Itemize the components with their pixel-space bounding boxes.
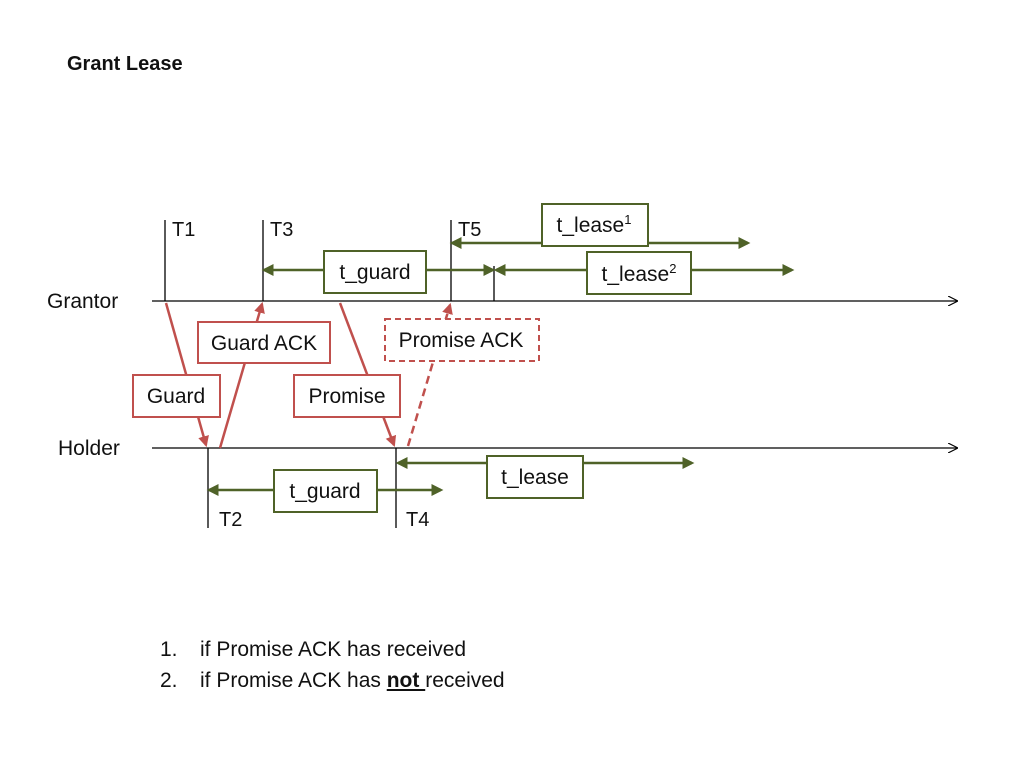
grantor-label: Grantor bbox=[47, 290, 118, 313]
promise-ack-label: Promise ACK bbox=[399, 329, 524, 352]
page-title: Grant Lease bbox=[67, 53, 183, 75]
grantor-lease2-label: t_lease2 bbox=[602, 261, 677, 286]
holder-guard-box bbox=[273, 469, 378, 513]
footnote-text: if Promise ACK has received bbox=[200, 634, 466, 665]
grantor-guard-label: t_guard bbox=[339, 261, 410, 284]
footnote-number: 2. bbox=[160, 669, 178, 692]
holder-lease-box bbox=[486, 455, 584, 499]
footnote-pre: if Promise ACK has bbox=[200, 669, 387, 692]
guard-label: Guard bbox=[147, 385, 205, 408]
time-label-t1: T1 bbox=[172, 219, 195, 241]
time-label-t3: T3 bbox=[270, 219, 293, 241]
holder-lease-label: t_lease bbox=[501, 466, 569, 489]
grantor-lease2-sup: 2 bbox=[669, 261, 676, 276]
holder-guard-label: t_guard bbox=[289, 480, 360, 503]
footnotes: 1. if Promise ACK has received 2. if Pro… bbox=[160, 634, 505, 696]
grantor-lease1-box bbox=[541, 203, 649, 247]
grantor-guard-box bbox=[323, 250, 427, 294]
footnote-number: 1. bbox=[160, 638, 178, 661]
promise-ack-box bbox=[384, 318, 540, 362]
guard-ack-label: Guard ACK bbox=[211, 332, 317, 355]
guard-box bbox=[132, 374, 221, 418]
footnote-1: 1. if Promise ACK has received bbox=[160, 634, 505, 665]
footnote-text: if Promise ACK has not received bbox=[200, 665, 505, 696]
footnote-pre: if Promise ACK has received bbox=[200, 638, 467, 661]
footnote-bold: not bbox=[386, 669, 426, 692]
time-label-t5: T5 bbox=[458, 219, 481, 241]
time-label-t2: T2 bbox=[219, 509, 242, 531]
promise-label: Promise bbox=[308, 385, 385, 408]
grantor-lease2-box bbox=[586, 251, 692, 295]
promise-box bbox=[293, 374, 401, 418]
grantor-lease1-text: t_lease bbox=[557, 214, 625, 237]
footnote-post: received bbox=[425, 669, 505, 692]
holder-label: Holder bbox=[58, 437, 120, 460]
time-label-t4: T4 bbox=[406, 509, 429, 531]
grantor-lease1-sup: 1 bbox=[624, 212, 631, 227]
guard-ack-box bbox=[197, 321, 331, 364]
grantor-lease2-text: t_lease bbox=[602, 263, 670, 286]
footnote-2: 2. if Promise ACK has not received bbox=[160, 665, 505, 696]
grantor-lease1-label: t_lease1 bbox=[557, 212, 632, 237]
